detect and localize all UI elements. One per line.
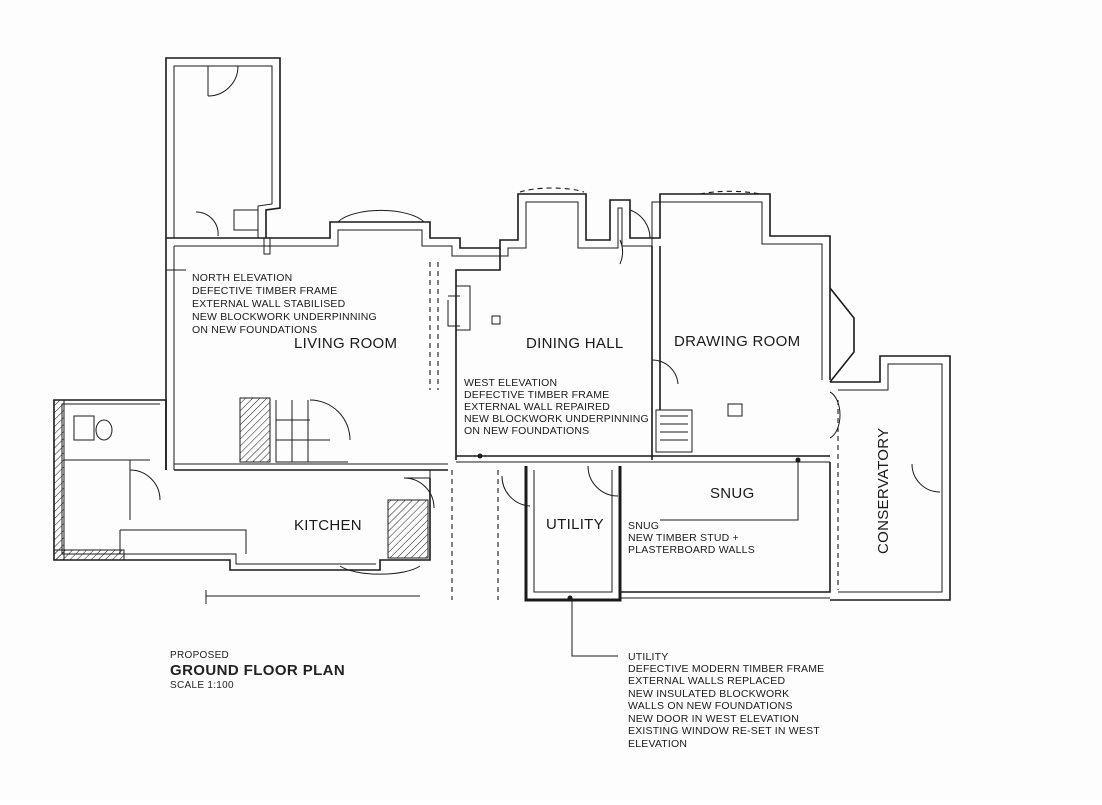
staircase — [239, 397, 351, 463]
note-line: WEST ELEVATION — [464, 377, 557, 389]
room-label-dining-hall: DINING HALL — [526, 335, 624, 352]
note-line: DEFECTIVE TIMBER FRAME — [464, 389, 609, 401]
note-line: SNUG — [628, 520, 659, 532]
internal-walls — [429, 239, 743, 460]
room-label-kitchen: KITCHEN — [294, 517, 362, 534]
main-outline — [165, 187, 831, 470]
room-label-conservatory: CONSERVATORY — [875, 428, 892, 554]
note-line: EXTERNAL WALL STABILISED — [192, 298, 346, 310]
note-line: ELEVATION — [628, 738, 687, 750]
room-label-living-room: LIVING ROOM — [294, 335, 397, 352]
drawing-title: GROUND FLOOR PLAN — [170, 662, 346, 679]
note-line: DEFECTIVE TIMBER FRAME — [192, 285, 337, 297]
note-line: WALLS ON NEW FOUNDATIONS — [628, 700, 793, 712]
note-line: UTILITY — [628, 651, 669, 663]
note-line: DEFECTIVE MODERN TIMBER FRAME — [628, 663, 824, 675]
note-line: EXTERNAL WALLS REPLACED — [628, 675, 786, 687]
note-line: EXTERNAL WALL REPAIRED — [464, 401, 610, 413]
note-line: NEW TIMBER STUD + — [628, 532, 739, 544]
kitchen-wing — [53, 399, 448, 604]
note-west-elevation: WEST ELEVATION DEFECTIVE TIMBER FRAME EX… — [464, 377, 649, 437]
note-line: PLASTERBOARD WALLS — [628, 544, 755, 556]
room-label-drawing-room: DRAWING ROOM — [674, 333, 800, 350]
note-snug: SNUG NEW TIMBER STUD + PLASTERBOARD WALL… — [628, 520, 755, 556]
drawing-status: PROPOSED — [170, 650, 230, 661]
leader-lines — [166, 269, 799, 657]
title-block: PROPOSED GROUND FLOOR PLAN SCALE 1:100 — [170, 650, 345, 691]
room-label-snug: SNUG — [710, 485, 755, 502]
conservatory — [829, 287, 951, 601]
room-label-utility: UTILITY — [546, 516, 604, 533]
north-porch — [165, 57, 281, 238]
note-line: NEW BLOCKWORK UNDERPINNING — [464, 413, 649, 425]
note-utility: UTILITY DEFECTIVE MODERN TIMBER FRAME EX… — [628, 651, 824, 750]
note-line: NEW DOOR IN WEST ELEVATION — [628, 713, 799, 725]
drawing-scale: SCALE 1:100 — [170, 680, 234, 691]
note-line: ON NEW FOUNDATIONS — [192, 324, 317, 336]
note-line: EXISTING WINDOW RE-SET IN WEST — [628, 725, 820, 737]
note-line: NORTH ELEVATION — [192, 272, 292, 284]
note-line: NEW BLOCKWORK UNDERPINNING — [192, 311, 377, 323]
utility-snug — [451, 453, 831, 602]
note-line: ON NEW FOUNDATIONS — [464, 425, 589, 437]
note-line: NEW INSULATED BLOCKWORK — [628, 688, 789, 700]
note-north-elevation: NORTH ELEVATION DEFECTIVE TIMBER FRAME E… — [192, 272, 377, 336]
